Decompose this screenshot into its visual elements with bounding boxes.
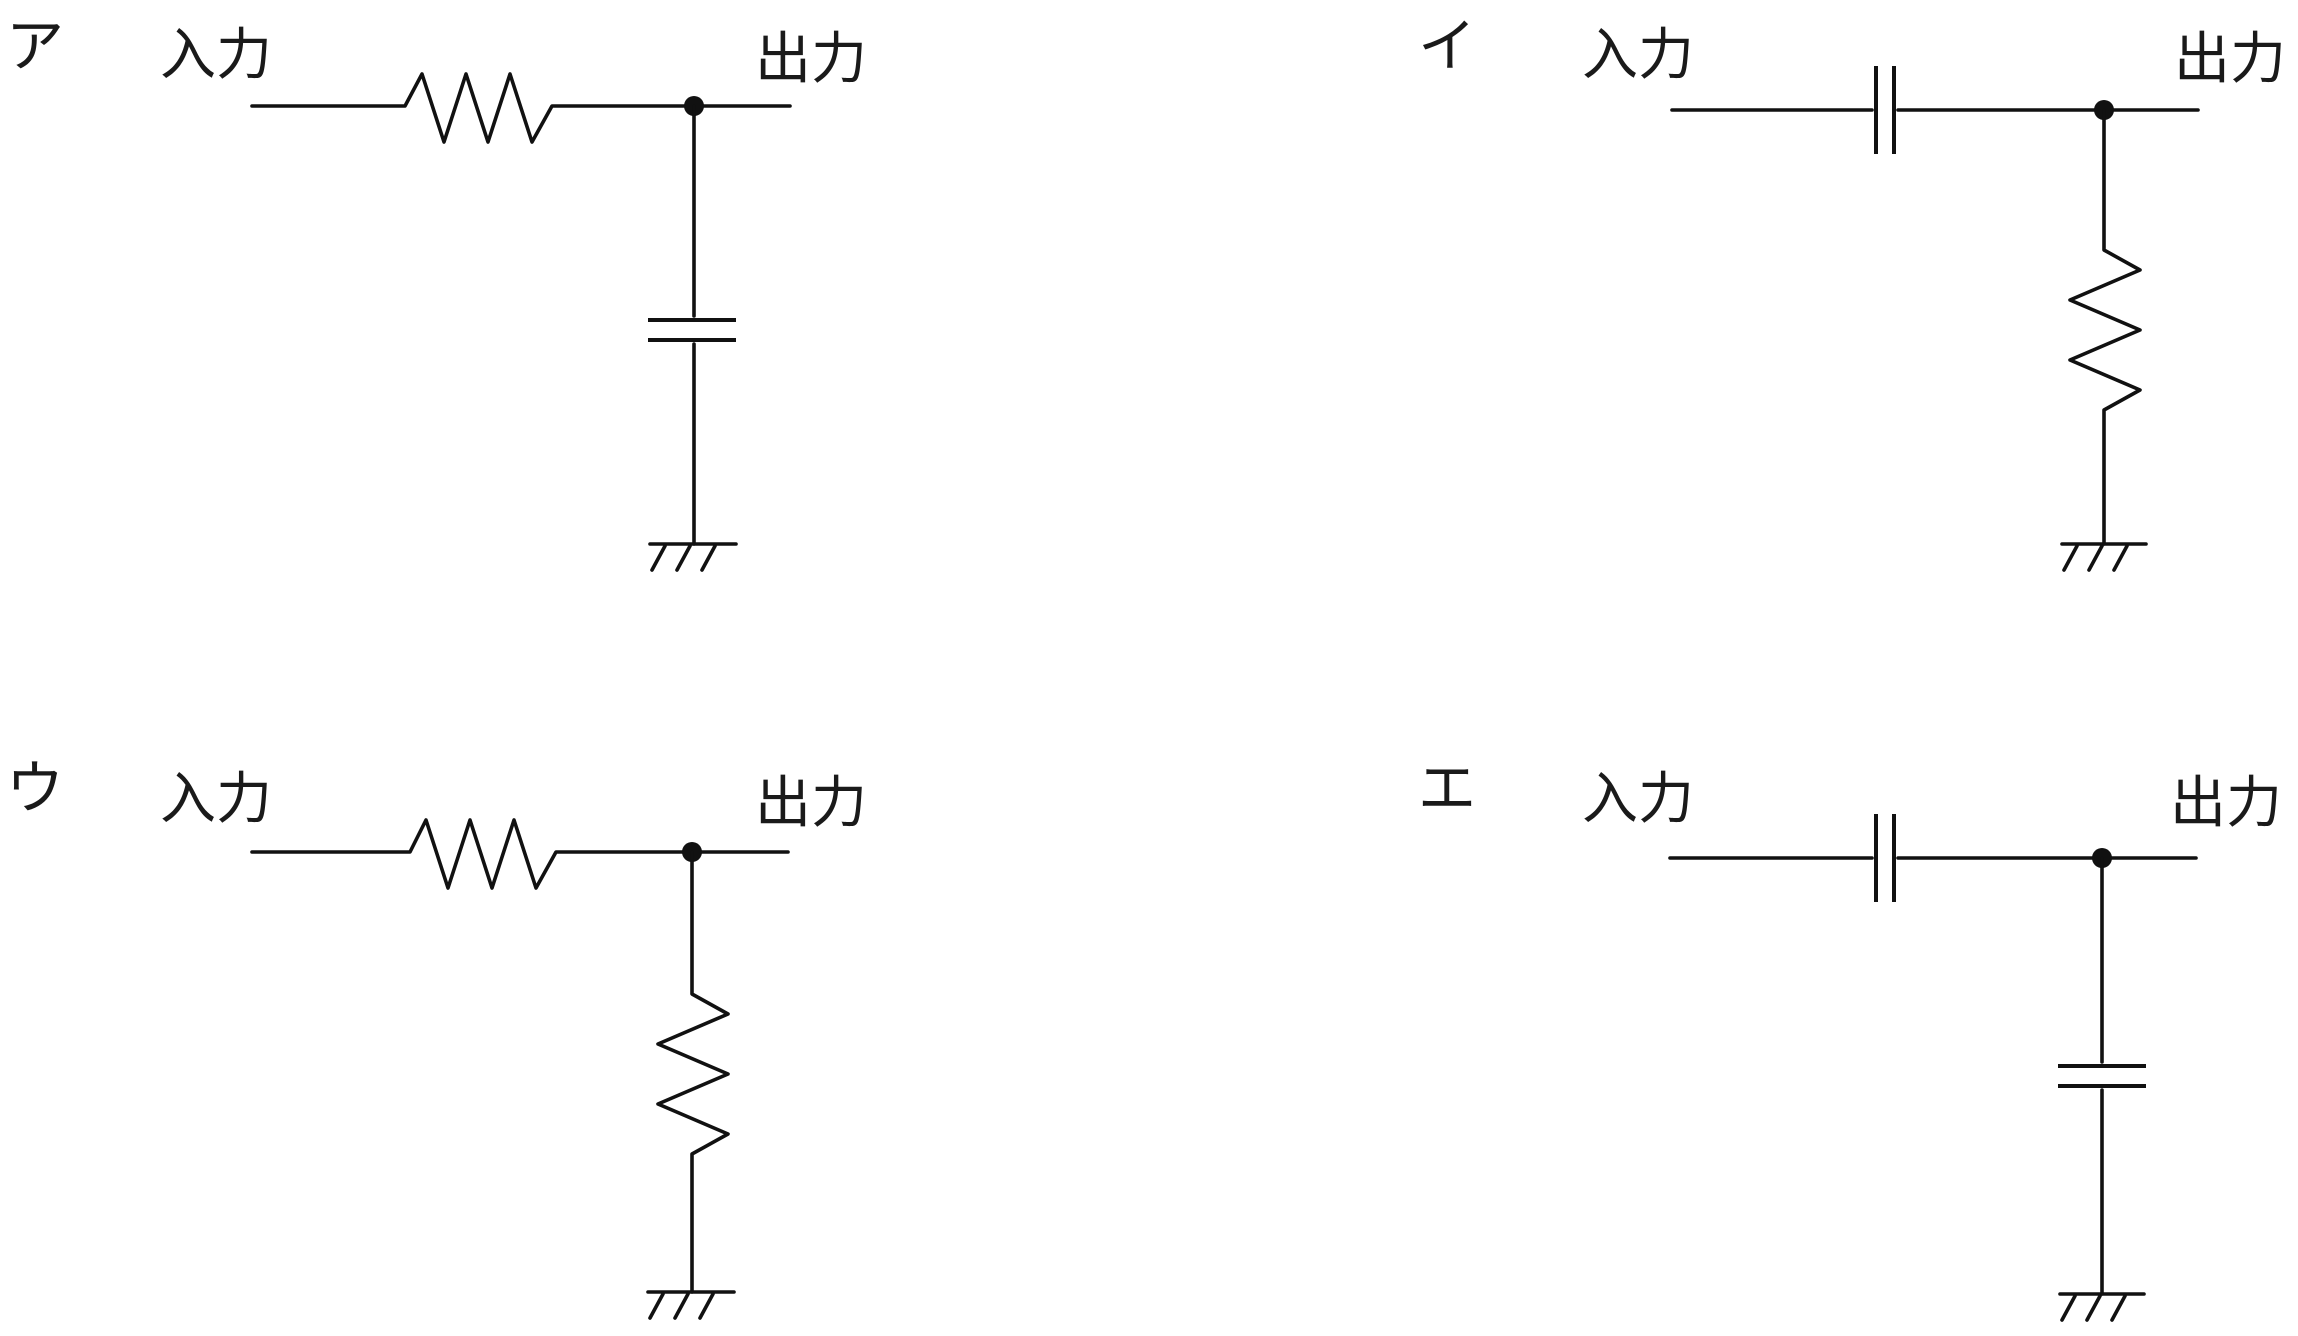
option-label-i: イ (1418, 12, 1476, 80)
shunt-capacitor-e (2058, 1064, 2146, 1088)
input-label-e: 入力 (1582, 767, 1694, 832)
shunt-resistor-i (2068, 108, 2142, 546)
series-resistor-u (250, 818, 694, 890)
input-label-i: 入力 (1582, 23, 1694, 88)
output-label-i: 出力 (2174, 27, 2286, 92)
ground-symbol-u (646, 1290, 736, 1320)
input-label-a: 入力 (160, 23, 272, 88)
series-capacitor-e (1874, 814, 1896, 902)
circuit-a: ア 入力 出力 (6, 12, 867, 572)
output-label-e: 出力 (2170, 771, 2282, 836)
ground-symbol-i (2060, 542, 2148, 572)
circuit-u: ウ 入力 出力 (6, 754, 867, 1320)
shunt-capacitor-a (648, 318, 736, 342)
shunt-resistor-u (656, 850, 730, 1294)
circuit-i: イ 入力 出力 (1418, 12, 2286, 572)
input-label-u: 入力 (160, 767, 272, 832)
output-label-u: 出力 (755, 771, 867, 836)
option-label-e: エ (1418, 754, 1476, 822)
ground-symbol-e (2058, 1292, 2146, 1322)
option-label-u: ウ (6, 754, 64, 822)
series-capacitor-i (1874, 66, 1896, 154)
option-label-a: ア (6, 12, 64, 80)
output-label-a: 出力 (755, 27, 867, 92)
circuit-e: エ 入力 出力 (1418, 754, 2282, 1322)
series-resistor-a (250, 72, 696, 144)
ground-symbol-a (648, 542, 738, 572)
